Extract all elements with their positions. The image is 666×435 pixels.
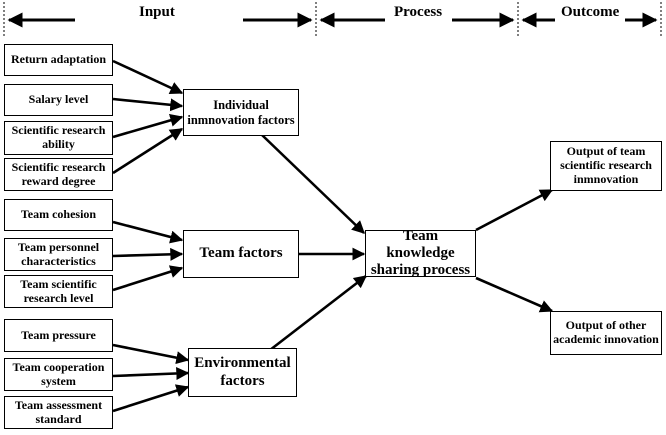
arrow-team-pressure-to-environmental <box>112 343 190 365</box>
input-personnel-characteristics: Team personnel characteristics <box>4 238 113 271</box>
process-phase-label: Process <box>394 4 443 20</box>
arrow-team-cohesion-to-team <box>112 220 184 244</box>
arrow-salary-level-to-individual <box>112 97 184 112</box>
knowledge-sharing-process-box: Team knowledge sharing process <box>365 228 476 278</box>
input-reward-degree: Scientific research reward degree <box>4 158 113 191</box>
input-salary-level: Salary level <box>4 84 113 116</box>
arrow-personnel-to-team <box>112 247 184 261</box>
arrow-reward-degree-to-individual <box>112 127 184 175</box>
arrow-process-to-research-output <box>475 188 554 232</box>
input-research-level: Team scientific research level <box>4 275 113 308</box>
input-assessment-standard: Team assessment standard <box>4 396 113 429</box>
academic-innovation-output-box: Output of other academic innovation <box>550 311 662 355</box>
environmental-factors-box: Environmental factors <box>188 348 297 397</box>
outcome-phase-label: Outcome <box>561 4 620 20</box>
individual-factors-box: Individual inmnovation factors <box>183 89 299 136</box>
arrow-research-ability-to-individual <box>112 114 184 139</box>
input-return-adaptation: Return adaptation <box>4 44 113 76</box>
arrow-assessment-to-environmental <box>112 384 190 413</box>
input-team-cohesion: Team cohesion <box>4 199 113 231</box>
arrow-environmental-to-process <box>269 274 368 352</box>
arrow-cooperation-to-environmental <box>112 366 190 380</box>
arrow-process-to-academic-output <box>475 276 554 313</box>
input-cooperation-system: Team cooperation system <box>4 358 113 391</box>
input-research-ability: Scientific research ability <box>4 121 113 155</box>
arrow-individual-to-process <box>261 134 365 234</box>
team-factors-box: Team factors <box>183 230 299 278</box>
input-phase-label: Input <box>139 4 175 20</box>
research-innovation-output-box: Output of team scientific research inmno… <box>550 141 662 191</box>
arrow-research-level-to-team <box>112 265 184 292</box>
arrow-return-adaptation-to-individual <box>112 59 184 95</box>
input-team-pressure: Team pressure <box>4 319 113 352</box>
